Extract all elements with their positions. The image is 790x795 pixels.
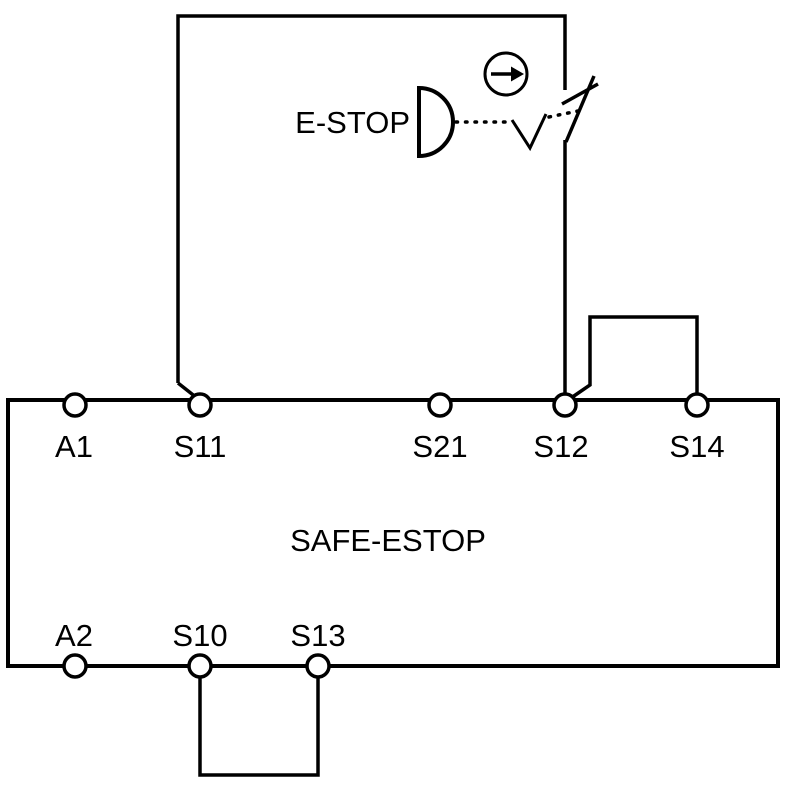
device-label: SAFE-ESTOP	[290, 523, 486, 558]
terminal-label-s14: S14	[669, 429, 724, 464]
terminal-s12	[552, 392, 578, 418]
bottom-terminal-labels: A2 S10 S13	[55, 618, 346, 653]
terminal-s13	[305, 653, 331, 679]
jumper-s12-s14	[570, 315, 699, 400]
direct-opening-arrow-head	[511, 66, 524, 82]
terminal-label-a2: A2	[55, 618, 93, 653]
wiring	[176, 14, 699, 777]
bottom-terminals	[62, 653, 331, 679]
direct-opening-action-arrow-icon	[483, 51, 529, 97]
terminal-a2	[62, 653, 88, 679]
terminal-s21	[427, 392, 453, 418]
top-terminal-labels: A1 S11 S21 S12 S14	[55, 429, 725, 464]
terminal-label-s11: S11	[174, 429, 227, 464]
estop-label: E-STOP	[295, 105, 410, 140]
terminal-s14	[684, 392, 710, 418]
contact-blade	[564, 75, 596, 143]
terminal-a1	[62, 392, 88, 418]
estop-symbol: E-STOP	[295, 51, 599, 159]
wire-s11-to-estop-contact	[176, 14, 567, 383]
mushroom-button-icon	[417, 85, 455, 159]
jumper-s10-s13	[198, 677, 320, 777]
top-terminals	[62, 392, 710, 418]
terminal-label-s10: S10	[172, 618, 227, 653]
terminal-label-s12: S12	[533, 429, 588, 464]
terminal-label-a1: A1	[55, 429, 93, 464]
terminal-s11	[187, 392, 213, 418]
terminal-s10	[187, 653, 213, 679]
nc-contact-icon	[561, 75, 599, 143]
linkage-v-notch	[510, 113, 548, 152]
terminal-label-s21: S21	[412, 429, 467, 464]
relay-box	[6, 398, 780, 668]
contact-slash	[561, 82, 599, 106]
terminal-label-s13: S13	[290, 618, 345, 653]
linkage-dotted-line-right	[547, 109, 580, 119]
